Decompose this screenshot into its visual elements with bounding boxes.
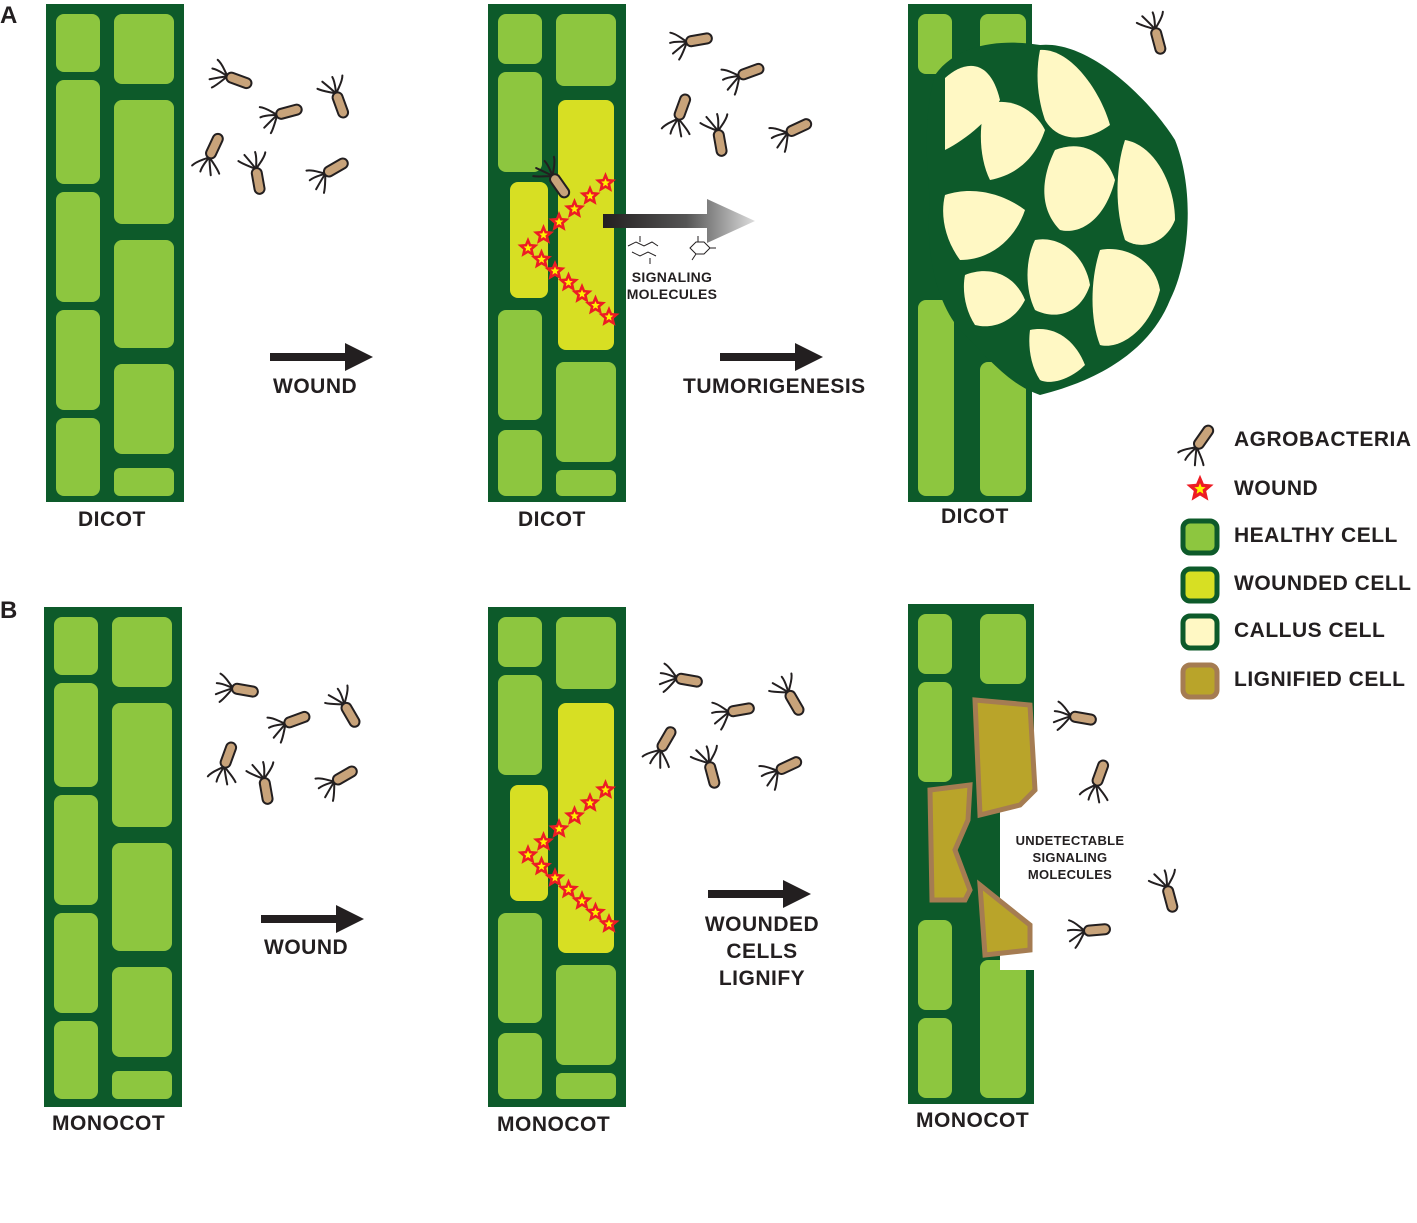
wound-mark-dicot (517, 172, 620, 326)
wound-star-icon (595, 172, 616, 192)
label-wound-a: WOUND (273, 375, 358, 398)
wound-star-icon (571, 890, 593, 910)
wound-star-icon (579, 185, 601, 205)
legend-label-callus-cell: CALLUS CELL (1234, 619, 1386, 642)
lignified-cell-icon (1180, 662, 1220, 700)
agrobacterium-icon (214, 672, 259, 703)
label-signaling-molecules: SIGNALING MOLECULES (626, 269, 718, 302)
tissue-dicot-callus (908, 4, 1188, 502)
agrobacterium-icon (324, 684, 361, 728)
wound-star-icon (585, 901, 606, 922)
agrobacterium-icon (658, 662, 703, 693)
legend-icons (1177, 424, 1220, 700)
signaling-molecule-icons (627, 236, 716, 264)
label-dicot-3: DICOT (941, 505, 1009, 528)
callus-cell-icon (1180, 613, 1220, 651)
arrow-lignify (708, 880, 811, 908)
agrobacterium-icon (1177, 424, 1215, 467)
label-tumorigenesis: TUMORIGENESIS (683, 375, 866, 398)
agrobacterium-icon (1052, 700, 1097, 731)
agrobacterium-icon (532, 155, 571, 199)
wound-mark-monocot (517, 779, 620, 933)
agrobacterium-icon (258, 103, 303, 135)
label-undetectable-signaling-molecules: UNDETECTABLE SIGNALING MOLECULES (1015, 833, 1125, 882)
wound-star-icon (558, 878, 579, 899)
agrobacterium-icon (305, 157, 349, 194)
arrow-signaling (603, 199, 755, 243)
healthy-cell-icon (1180, 518, 1220, 556)
label-wound-b: WOUND (264, 936, 349, 959)
tissue-monocot-healthy (44, 607, 182, 1107)
label-monocot-3: MONOCOT (916, 1109, 1030, 1132)
legend-label-lignified-cell: LIGNIFIED CELL (1234, 668, 1406, 691)
wounded-cell-icon (1180, 566, 1220, 604)
wound-star-icon (585, 294, 606, 315)
agrobacterium-icon (768, 118, 813, 153)
wound-star-icon (598, 306, 620, 326)
tissue-dicot-wounded (488, 4, 626, 502)
agrobacterium-icon (245, 761, 275, 805)
legend-label-agrobacteria: AGROBACTERIA (1234, 428, 1412, 451)
panel-a-letter: A (0, 2, 18, 29)
legend-label-wounded-cell: WOUNDED CELL (1234, 572, 1412, 595)
tissue-monocot-wounded (488, 607, 626, 1107)
wound-star-icon (564, 198, 585, 218)
agrobacterium-icon (1147, 868, 1179, 913)
wound-star-icon (517, 844, 539, 864)
agrobacterium-icon (768, 672, 805, 716)
agrobacterium-icon (699, 113, 729, 157)
label-monocot-2: MONOCOT (497, 1113, 611, 1136)
label-monocot-1: MONOCOT (52, 1112, 166, 1135)
wound-star-icon (548, 211, 570, 231)
arrow-wound-a (270, 343, 373, 371)
wound-star-icon (579, 792, 601, 812)
wound-star-icon (533, 224, 554, 244)
wound-star-icon (531, 855, 552, 876)
wound-star-icon (544, 260, 566, 280)
wound-star-icon (598, 913, 620, 933)
label-dicot-1: DICOT (78, 508, 146, 531)
agrobacterium-icon (1066, 919, 1111, 949)
label-wounded-cells-lignify: WOUNDED CELLS LIGNIFY (704, 913, 820, 990)
wound-star-icon (1186, 474, 1214, 501)
agrobacterium-icon (314, 765, 358, 802)
panel-b-letter: B (0, 597, 18, 624)
wound-star-icon (533, 831, 554, 851)
wound-star-icon (517, 237, 539, 257)
tissue-dicot-healthy (46, 4, 184, 502)
agrobacterium-icon (1078, 759, 1110, 804)
tissue-monocot-lignified (908, 604, 1060, 1104)
wound-star-icon (595, 779, 616, 799)
agrobacterium-icon (191, 132, 224, 177)
agrobacterium-icon (237, 151, 267, 195)
agrobacterium-icon (669, 31, 713, 61)
agrobacterium-icon (316, 74, 350, 119)
wound-star-icon (564, 805, 585, 825)
agrobacterium-icon (641, 726, 677, 769)
arrow-wound-b (261, 905, 364, 933)
arrow-tumorigenesis (720, 343, 823, 371)
agrobacterium-icon (206, 741, 238, 786)
wound-star-icon (548, 818, 570, 838)
agrobacterium-icon (689, 744, 721, 789)
legend-label-wound: WOUND (1234, 477, 1319, 500)
arrows (261, 199, 823, 933)
wound-star-icon (544, 867, 566, 887)
agrobacterium-icon (711, 701, 755, 731)
wound-star-icon (558, 271, 579, 292)
agrobacterium-icon (266, 710, 311, 744)
wound-star-icon (571, 283, 593, 303)
label-dicot-2: DICOT (518, 508, 586, 531)
agrobacterium-icon (208, 58, 253, 90)
agrobacteria-group (191, 10, 1179, 949)
agrobacterium-icon (758, 756, 803, 791)
agrobacterium-icon (720, 62, 765, 96)
legend-label-healthy-cell: HEALTHY CELL (1234, 524, 1398, 547)
agrobacterium-icon (660, 93, 692, 138)
agrobacterium-icon (1135, 10, 1167, 55)
wound-star-icon (531, 248, 552, 269)
